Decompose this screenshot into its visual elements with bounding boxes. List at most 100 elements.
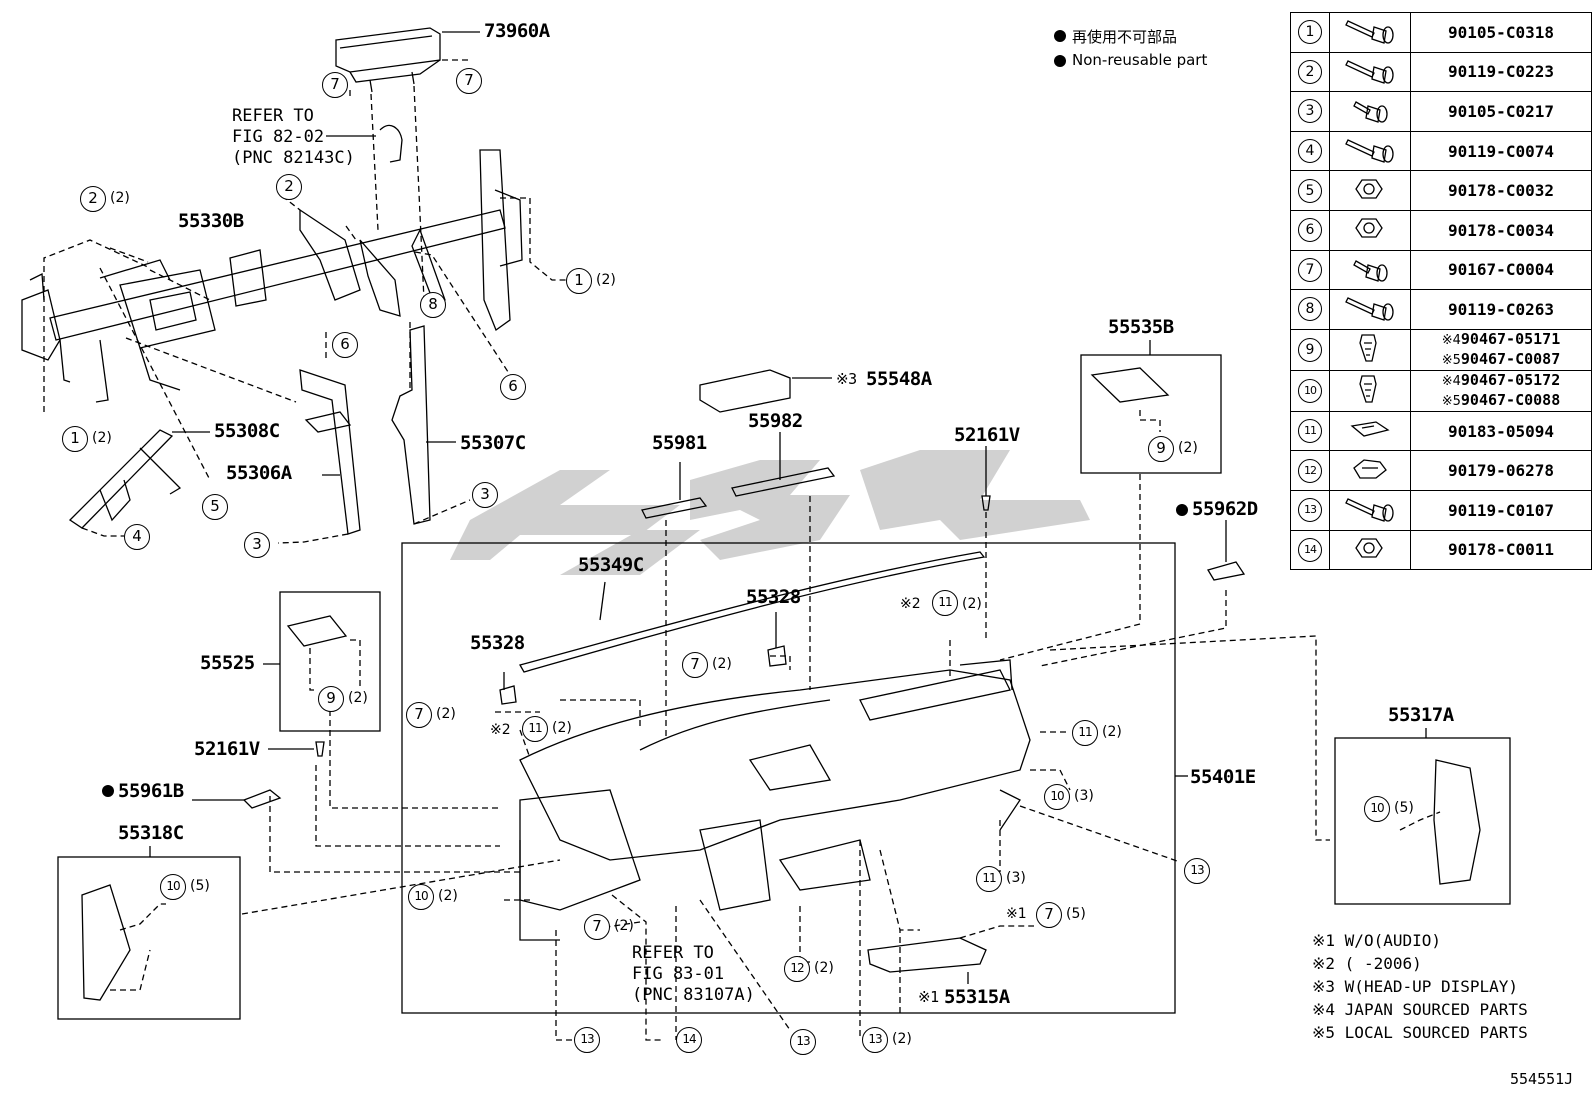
- parts-table-row: 3 90105-C0217: [1290, 91, 1592, 132]
- footnote-3: ※3 W(HEAD-UP DISPLAY): [1312, 977, 1519, 996]
- fastener-icon: [1329, 12, 1411, 53]
- callout-13: 13: [574, 1027, 600, 1053]
- part-number-cell: 90167-C0004: [1410, 249, 1592, 291]
- label-55315a: 55315A: [944, 986, 1010, 1008]
- part-number-cell: 90178-C0032: [1410, 170, 1592, 211]
- label-73960a: 73960A: [484, 20, 550, 42]
- label-55328-right: 55328: [746, 586, 801, 608]
- callout-10: 10: [1044, 784, 1070, 810]
- qty-label: (2): [962, 596, 982, 612]
- callout-7: 7: [406, 702, 432, 728]
- callout-number: 14: [1298, 537, 1322, 562]
- part-number-cell: 90105-C0217: [1410, 91, 1592, 132]
- qty-label: (3): [1006, 870, 1026, 886]
- label-55981: 55981: [652, 432, 707, 454]
- callout-11: 11: [976, 866, 1002, 892]
- label-55315a-mark: ※1: [918, 988, 939, 1006]
- vent-55961b: [242, 789, 282, 809]
- mark-2: ※2: [490, 722, 511, 738]
- brace-55308c: [68, 429, 210, 529]
- label-55525: 55525: [200, 652, 255, 674]
- refer-fig-82-02: REFER TO FIG 82-02 (PNC 82143C): [232, 106, 355, 168]
- callout-number: 12: [1298, 458, 1322, 483]
- mark-1: ※1: [1006, 906, 1027, 922]
- callout-number: 6: [1298, 218, 1322, 243]
- callout-7: 7: [322, 72, 348, 98]
- qty-label: (2): [436, 706, 456, 722]
- watermark-logo: [450, 450, 1090, 575]
- part-number-cell: 90178-C0011: [1410, 529, 1592, 571]
- fastener-icon: [1329, 289, 1411, 330]
- callout-11: 11: [1072, 720, 1098, 746]
- fastener-icon: [1329, 489, 1411, 531]
- callout-3: 3: [244, 532, 270, 558]
- label-55962d: 55962D: [1192, 498, 1258, 520]
- callout-1: 1: [62, 426, 88, 452]
- fastener-icon: [1329, 51, 1411, 93]
- qty-label: (5): [1066, 906, 1086, 922]
- airbag-73960a: [335, 27, 480, 93]
- label-55328-left: 55328: [470, 632, 525, 654]
- callout-7: 7: [1036, 902, 1062, 928]
- bracket-55315a: [867, 937, 987, 973]
- instrument-panel-55401e: [519, 659, 1031, 941]
- callout-3: 3: [472, 482, 498, 508]
- qty-label: (3): [1074, 788, 1094, 804]
- main-assembly-box-55401e: [401, 542, 1176, 1014]
- callout-7: 7: [456, 68, 482, 94]
- callout-9: 9: [1148, 436, 1174, 462]
- molding-55349c: [519, 551, 986, 673]
- fastener-icon: [1329, 130, 1411, 172]
- part-number-cell: 90119-C0107: [1410, 489, 1592, 531]
- callout-8: 8: [420, 292, 446, 318]
- qty-label: (2): [596, 272, 616, 288]
- qty-label: (2): [110, 190, 130, 206]
- callout-14: 14: [676, 1027, 702, 1053]
- callout-7: 7: [682, 652, 708, 678]
- callout-2: 2: [80, 186, 106, 212]
- callout-11: 11: [522, 716, 548, 742]
- mark-2: ※2: [900, 596, 921, 612]
- qty-label: (2): [438, 888, 458, 904]
- label-55307c: 55307C: [460, 432, 526, 454]
- qty-label: (2): [814, 960, 834, 976]
- part-number-cell: 90183-05094: [1410, 410, 1592, 452]
- footnote-5: ※5 LOCAL SOURCED PARTS: [1312, 1023, 1528, 1042]
- label-55349c: 55349C: [578, 554, 644, 576]
- part-number-cell: 90119-C0074: [1410, 130, 1592, 172]
- brace-55306a: [299, 369, 361, 535]
- refer-fig-83-01: REFER TO FIG 83-01 (PNC 83107A): [632, 943, 755, 1005]
- label-55401e: 55401E: [1190, 766, 1256, 788]
- callout-2: 2: [276, 174, 302, 200]
- part-number-cell: ※490467-05172※590467-C0088: [1410, 369, 1592, 412]
- callout-6: 6: [332, 332, 358, 358]
- inset-box-55318c: [57, 856, 241, 1020]
- inset-box-55535b: [1080, 354, 1222, 474]
- qty-label: (2): [1178, 440, 1198, 456]
- label-55330b: 55330B: [178, 210, 244, 232]
- callout-number: 3: [1298, 99, 1322, 124]
- cover-55548a: [699, 369, 832, 413]
- label-55961b: 55961B: [118, 780, 184, 802]
- footnote-4: ※4 JAPAN SOURCED PARTS: [1312, 1000, 1528, 1019]
- fastener-icon: [1329, 369, 1411, 412]
- qty-label: (2): [348, 690, 368, 706]
- callout-number: 9: [1298, 337, 1322, 362]
- callout-10: 10: [160, 874, 186, 900]
- callout-13: 13: [862, 1027, 888, 1053]
- callout-number: 10: [1298, 378, 1322, 403]
- callout-4: 4: [124, 524, 150, 550]
- label-52161v-top: 52161V: [954, 424, 1020, 446]
- part-number-cell: 90179-06278: [1410, 450, 1592, 491]
- callout-1: 1: [566, 268, 592, 294]
- label-55306a: 55306A: [226, 462, 292, 484]
- parts-table-row: 9※490467-05171※590467-C0087: [1290, 328, 1592, 371]
- qty-label: (2): [92, 430, 112, 446]
- callout-number: 1: [1298, 20, 1322, 45]
- fastener-icon: [1329, 328, 1411, 371]
